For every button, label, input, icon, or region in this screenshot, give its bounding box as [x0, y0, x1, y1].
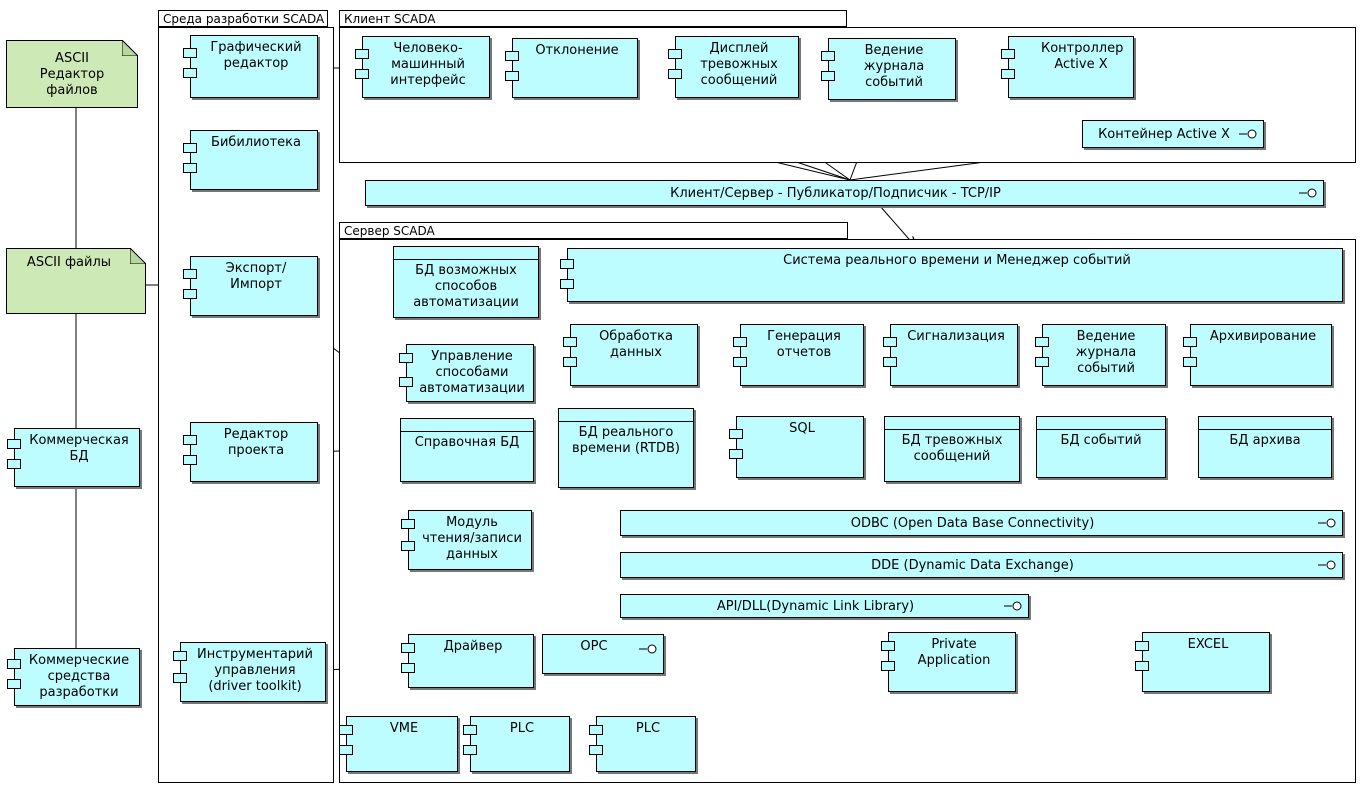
plc-1[interactable]: PLC: [463, 716, 570, 772]
automation-db[interactable]: БД возможных способов автоматизации: [393, 246, 539, 318]
activex-container-label: Контейнер Active X: [1098, 126, 1230, 142]
plc-2[interactable]: PLC: [589, 716, 696, 772]
reference-db-label: Справочная БД: [414, 435, 520, 450]
events-db-label: БД событий: [1060, 433, 1142, 448]
plc-2-label: PLC: [635, 721, 661, 736]
rw-module-label: Модуль чтения/записи данных: [422, 515, 522, 562]
graph-editor[interactable]: Графический редактор: [183, 35, 318, 98]
note-ascii-files: ASCII файлы: [6, 248, 146, 314]
opc-interface[interactable]: OPC: [542, 634, 664, 674]
report-generation[interactable]: Генерация отчетов: [733, 324, 864, 386]
alarm-db[interactable]: БД тревожных сообщений: [884, 416, 1020, 482]
event-logging[interactable]: Ведение журнала событий: [1035, 324, 1166, 386]
rt-system-label: Система реального времени и Менеджер соб…: [783, 253, 1131, 268]
vme[interactable]: VME: [339, 716, 458, 772]
package-client-tab: Клиент SCADA: [339, 10, 847, 27]
project-editor-label: Редактор проекта: [223, 427, 289, 458]
lollipop-icon: [1318, 518, 1336, 528]
dde-label: DDE (Dynamic Data Exchange): [871, 557, 1074, 573]
project-editor[interactable]: Редактор проекта: [183, 422, 318, 482]
data-processing[interactable]: Обработка данных: [563, 324, 698, 386]
plc-1-label: PLC: [509, 721, 535, 736]
events-db[interactable]: БД событий: [1036, 416, 1166, 478]
commercial-db[interactable]: Коммерческая БД: [7, 428, 140, 487]
rw-module[interactable]: Модуль чтения/записи данных: [401, 510, 532, 570]
api-label: API/DLL(Dynamic Link Library): [716, 598, 915, 614]
driver[interactable]: Драйвер: [401, 634, 534, 688]
export-import-label: Экспорт/ Импорт: [225, 261, 287, 292]
alarm-display-label: Дисплей тревожных сообщений: [700, 41, 778, 88]
driver-label: Драйвер: [443, 639, 503, 654]
deviation[interactable]: Отклонение: [505, 38, 638, 98]
report-generation-label: Генерация отчетов: [767, 329, 841, 360]
lollipop-icon: [1318, 560, 1336, 570]
sql-label: SQL: [789, 421, 815, 436]
archiving-label: Архивирование: [1209, 329, 1317, 344]
hmi-label: Человеко-машинный интерфейс: [390, 41, 466, 88]
sql[interactable]: SQL: [729, 416, 864, 478]
lollipop-icon: [1299, 188, 1317, 198]
lollipop-icon: [1239, 129, 1257, 139]
driver-toolkit[interactable]: Инструментарий управления (driver toolki…: [173, 642, 326, 702]
note-fold-icon: [130, 248, 146, 264]
automation-management-label: Управление способами автоматизации: [419, 349, 525, 396]
private-application-label: Private Application: [917, 637, 991, 668]
export-import[interactable]: Экспорт/ Импорт: [183, 256, 318, 316]
tcpip-interface[interactable]: Клиент/Сервер - Публикатор/Подписчик - T…: [365, 180, 1324, 206]
library[interactable]: Бибилиотека: [183, 130, 318, 190]
signaling[interactable]: Сигнализация: [883, 324, 1018, 386]
rtdb-label: БД реального времени (RTDB): [572, 425, 680, 456]
deviation-label: Отклонение: [535, 43, 619, 58]
vme-label: VME: [389, 721, 419, 736]
opc-label: OPC: [580, 639, 608, 654]
note-ascii-editor-label: ASCII Редактор файлов: [39, 51, 105, 98]
activex-controller-label: Контроллер Active X: [1041, 41, 1124, 72]
rt-system[interactable]: Система реального времени и Менеджер соб…: [560, 248, 1343, 302]
hmi[interactable]: Человеко-машинный интерфейс: [355, 36, 490, 98]
archive-db[interactable]: БД архива: [1198, 416, 1332, 478]
data-processing-label: Обработка данных: [599, 329, 673, 360]
note-ascii-editor: ASCII Редактор файлов: [6, 40, 138, 108]
automation-management[interactable]: Управление способами автоматизации: [399, 344, 534, 402]
signaling-label: Сигнализация: [907, 329, 1005, 344]
excel[interactable]: EXCEL: [1135, 632, 1270, 692]
alarm-db-label: БД тревожных сообщений: [901, 433, 1003, 464]
reference-db[interactable]: Справочная БД: [400, 418, 534, 482]
activex-container[interactable]: Контейнер Active X: [1082, 120, 1264, 148]
commercial-db-label: Коммерческая БД: [29, 433, 129, 464]
commercial-tools[interactable]: Коммерческие средства разработки: [7, 648, 140, 706]
private-application[interactable]: Private Application: [881, 632, 1016, 692]
client-logging[interactable]: Ведение журнала событий: [821, 38, 956, 100]
odbc-label: ODBC (Open Data Base Connectivity): [850, 515, 1095, 531]
note-ascii-files-label: ASCII файлы: [26, 255, 112, 270]
archiving[interactable]: Архивирование: [1183, 324, 1332, 386]
automation-db-label: БД возможных способов автоматизации: [413, 263, 519, 310]
note-fold-icon: [122, 40, 138, 56]
rtdb[interactable]: БД реального времени (RTDB): [558, 408, 694, 488]
event-logging-label: Ведение журнала событий: [1075, 329, 1137, 376]
excel-label: EXCEL: [1187, 637, 1229, 652]
commercial-tools-label: Коммерческие средства разработки: [28, 653, 130, 700]
package-server-tab: Сервер SCADA: [339, 222, 848, 239]
activex-controller[interactable]: Контроллер Active X: [1001, 36, 1134, 98]
dde-interface[interactable]: DDE (Dynamic Data Exchange): [620, 552, 1343, 578]
graph-editor-label: Графический редактор: [210, 40, 302, 71]
package-dev-tab: Среда разработки SCADA: [158, 10, 328, 27]
alarm-display[interactable]: Дисплей тревожных сообщений: [668, 36, 799, 98]
api-interface[interactable]: API/DLL(Dynamic Link Library): [620, 594, 1029, 618]
lollipop-icon: [1004, 601, 1022, 611]
archive-db-label: БД архива: [1229, 433, 1301, 448]
client-logging-label: Ведение журнала событий: [863, 43, 925, 90]
library-label: Бибилиотека: [211, 135, 301, 150]
driver-toolkit-label: Инструментарий управления (driver toolki…: [197, 647, 313, 694]
tcpip-label: Клиент/Сервер - Публикатор/Подписчик - T…: [670, 185, 1001, 201]
lollipop-icon: [639, 644, 657, 654]
odbc-interface[interactable]: ODBC (Open Data Base Connectivity): [620, 510, 1343, 536]
